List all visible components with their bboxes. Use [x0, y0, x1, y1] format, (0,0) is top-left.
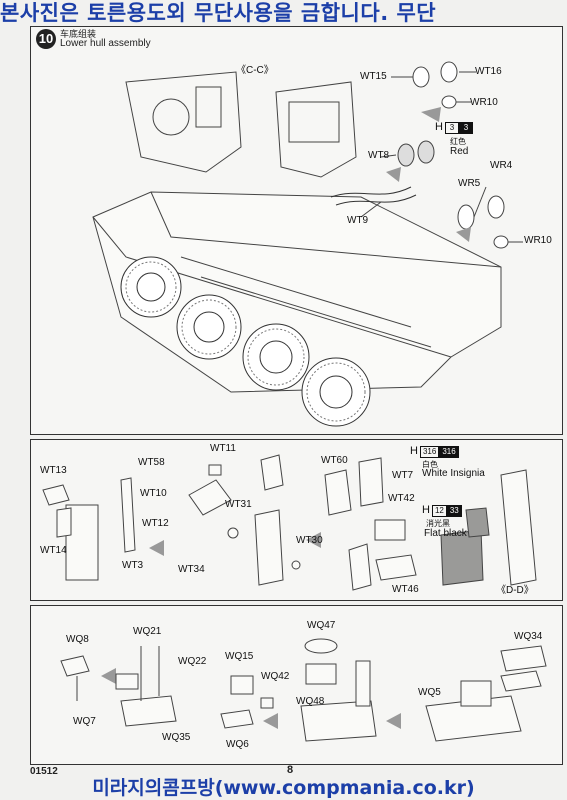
- part-label-wr10-bottom: WR10: [524, 235, 552, 246]
- part-label-wt9: WT9: [347, 215, 369, 226]
- part-label-wt12: WT12: [142, 518, 169, 529]
- part-label-wq15: WQ15: [225, 651, 254, 662]
- part-label-wt14: WT14: [40, 545, 67, 556]
- part-label-wq48: WQ48: [296, 696, 325, 707]
- part-label-wt3: WT3: [122, 560, 144, 571]
- part-label-wt10: WT10: [140, 488, 167, 499]
- paint-name-white-en: White Insignia: [422, 468, 485, 479]
- part-label-wt42: WT42: [388, 493, 415, 504]
- part-label-wt8: WT8: [368, 150, 390, 161]
- part-label-wr5: WR5: [458, 178, 481, 189]
- paint-name-red-cn: 红色: [450, 137, 466, 146]
- part-label-wt31: WT31: [225, 499, 252, 510]
- part-label-wt60: WT60: [321, 455, 348, 466]
- part-label-wt16: WT16: [475, 66, 502, 77]
- part-label-wq21: WQ21: [133, 626, 162, 637]
- step-title-cn: 车底组装: [60, 30, 97, 40]
- lower-hull-drawing: [92, 61, 523, 427]
- view-dd-label: 《D-D》: [496, 585, 534, 596]
- part-label-wr4: WR4: [490, 160, 513, 171]
- bottom-watermark: 미라지의콤프방(www.compmania.co.kr): [92, 777, 475, 799]
- part-label-wq8: WQ8: [66, 634, 89, 645]
- part-label-wt13: WT13: [40, 465, 67, 476]
- part-label-wt58: WT58: [138, 457, 165, 468]
- part-label-wr10-top: WR10: [470, 97, 498, 108]
- step-title-en: Lower hull assembly: [60, 38, 151, 49]
- part-label-wq34: WQ34: [514, 631, 543, 642]
- part-label-wq6: WQ6: [226, 739, 249, 750]
- paint-name-white-cn: 白色: [422, 460, 438, 469]
- paint-name-red-en: Red: [450, 146, 469, 157]
- sub-assembly-panel-3: [30, 605, 563, 765]
- kit-code: 01512: [30, 766, 58, 777]
- part-label-wt7: WT7: [392, 470, 414, 481]
- paint-name-black-cn: 消光黑: [426, 519, 450, 528]
- part-label-wt30: WT30: [296, 535, 323, 546]
- sub-assembly-drawing-2: [42, 454, 537, 591]
- top-watermark: 본사진은 토른용도외 무단사용을 금합니다. 무단: [0, 1, 437, 25]
- view-cc-label: 《C-C》: [236, 65, 274, 76]
- part-label-wt34: WT34: [178, 564, 205, 575]
- step-10-panel: [30, 26, 563, 435]
- part-label-wt46: WT46: [392, 584, 419, 595]
- part-label-wq35: WQ35: [162, 732, 191, 743]
- part-label-wq22: WQ22: [178, 656, 207, 667]
- step-number-badge: 10: [36, 29, 56, 49]
- part-label-wq42: WQ42: [261, 671, 290, 682]
- sub-assembly-drawing-3: [60, 638, 547, 742]
- part-label-wt15: WT15: [360, 71, 387, 82]
- part-label-wq7: WQ7: [73, 716, 96, 727]
- part-label-wt11: WT11: [210, 443, 236, 454]
- page-number: 8: [287, 764, 294, 776]
- sub-assembly-panel-2: [30, 439, 563, 601]
- paint-name-black-en: Flat black: [424, 528, 467, 539]
- part-label-wq47: WQ47: [307, 620, 336, 631]
- part-label-wq5: WQ5: [418, 687, 441, 698]
